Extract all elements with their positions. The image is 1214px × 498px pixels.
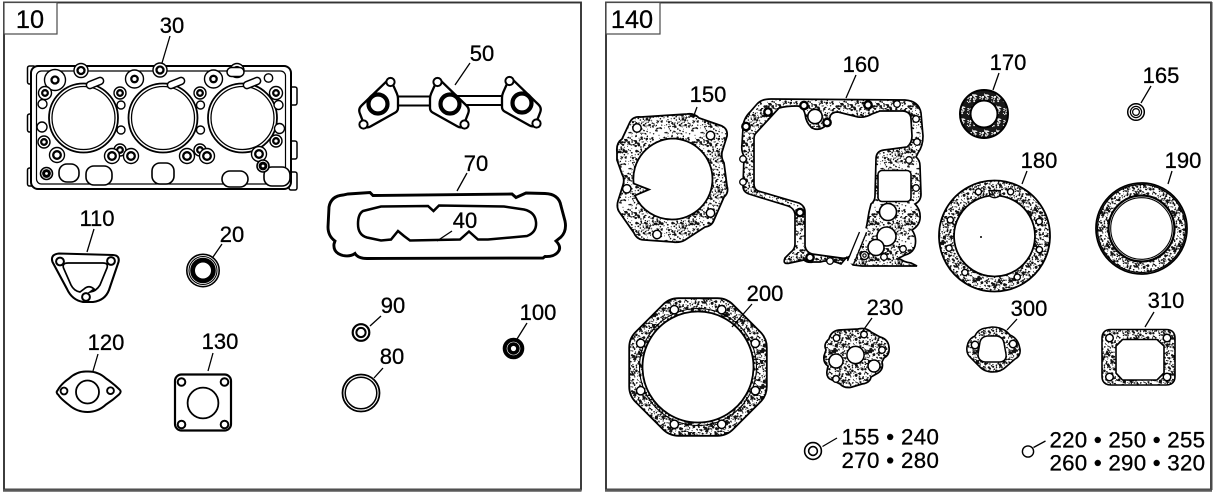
svg-text:150: 150 bbox=[690, 82, 727, 107]
svg-text:130: 130 bbox=[202, 329, 239, 354]
svg-text:155 • 240: 155 • 240 bbox=[842, 425, 940, 450]
svg-text:90: 90 bbox=[381, 293, 405, 318]
svg-text:190: 190 bbox=[1165, 148, 1202, 173]
svg-text:165: 165 bbox=[1143, 63, 1180, 88]
svg-text:80: 80 bbox=[380, 344, 404, 369]
svg-text:20: 20 bbox=[220, 222, 244, 247]
svg-text:180: 180 bbox=[1021, 148, 1058, 173]
svg-text:270 • 280: 270 • 280 bbox=[842, 448, 940, 473]
svg-text:120: 120 bbox=[88, 330, 125, 355]
svg-text:110: 110 bbox=[79, 206, 114, 231]
svg-text:300: 300 bbox=[1011, 296, 1048, 321]
svg-text:220 • 250 • 255: 220 • 250 • 255 bbox=[1050, 428, 1206, 453]
svg-text:30: 30 bbox=[160, 13, 184, 38]
svg-text:100: 100 bbox=[520, 300, 557, 325]
svg-text:200: 200 bbox=[747, 281, 784, 306]
svg-text:310: 310 bbox=[1148, 288, 1185, 313]
svg-text:140: 140 bbox=[611, 6, 653, 34]
svg-text:10: 10 bbox=[16, 6, 44, 34]
svg-text:260 • 290 • 320: 260 • 290 • 320 bbox=[1050, 451, 1206, 476]
svg-text:230: 230 bbox=[867, 295, 904, 320]
svg-text:170: 170 bbox=[990, 50, 1027, 75]
svg-text:160: 160 bbox=[843, 52, 880, 77]
svg-text:50: 50 bbox=[470, 41, 494, 66]
svg-text:40: 40 bbox=[453, 208, 477, 233]
svg-text:70: 70 bbox=[464, 151, 488, 176]
